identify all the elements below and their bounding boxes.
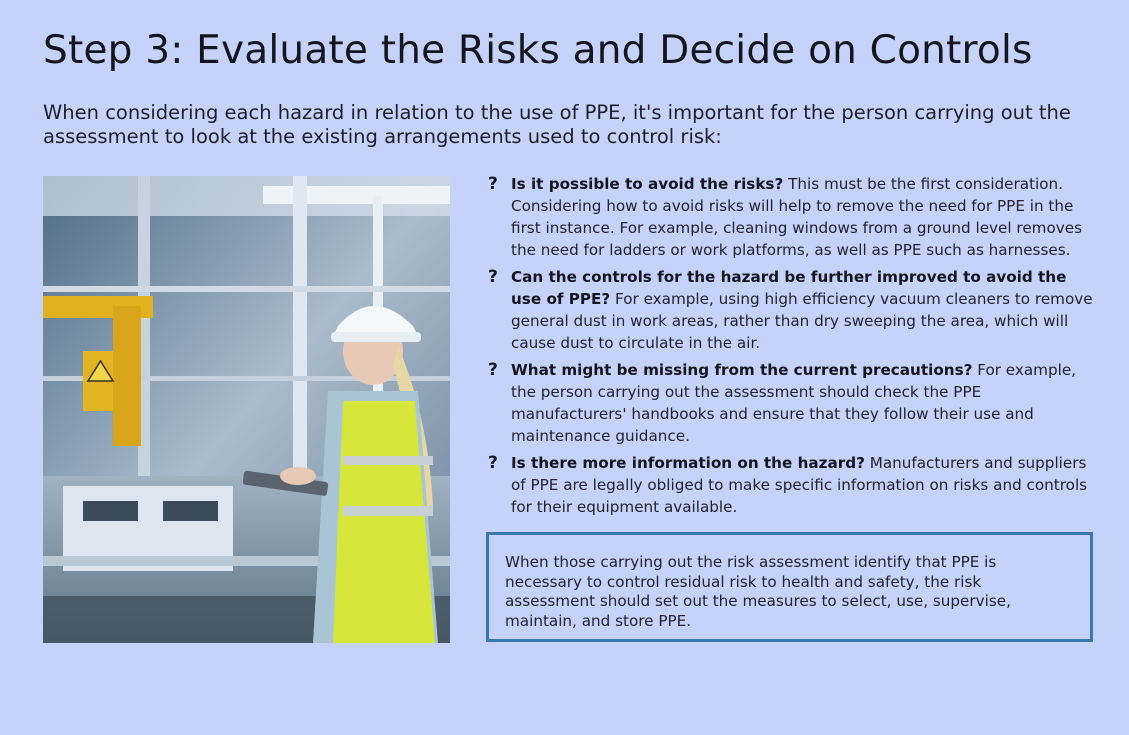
list-item: ? What might be missing from the current… xyxy=(486,359,1101,447)
question-mark-icon: ? xyxy=(488,360,498,380)
question-heading: What might be missing from the current p… xyxy=(511,361,973,379)
page-title: Step 3: Evaluate the Risks and Decide on… xyxy=(43,28,1033,73)
callout-box: When those carrying out the risk assessm… xyxy=(486,532,1093,642)
callout-text: When those carrying out the risk assessm… xyxy=(505,553,1011,630)
question-heading: Is there more information on the hazard? xyxy=(511,454,865,472)
question-body: This must be the first consideration. Co… xyxy=(511,175,1082,259)
question-heading: Is it possible to avoid the risks? xyxy=(511,175,784,193)
question-body: Manufacturers and suppliers of PPE are l… xyxy=(511,454,1088,516)
question-body: For example, using high efficiency vacuu… xyxy=(511,290,1093,352)
list-item: ? Is it possible to avoid the risks? Thi… xyxy=(486,173,1101,261)
risk-questions-list: ? Is it possible to avoid the risks? Thi… xyxy=(486,173,1101,523)
question-body: For example, the person carrying out the… xyxy=(511,361,1077,445)
list-item: ? Is there more information on the hazar… xyxy=(486,452,1101,518)
question-mark-icon: ? xyxy=(488,267,498,287)
intro-paragraph: When considering each hazard in relation… xyxy=(43,101,1071,148)
factory-worker-photo xyxy=(43,176,450,643)
question-heading: Can the controls for the hazard be furth… xyxy=(511,268,1067,308)
question-mark-icon: ? xyxy=(488,453,498,473)
list-item: ? Can the controls for the hazard be fur… xyxy=(486,266,1101,354)
question-mark-icon: ? xyxy=(488,174,498,194)
